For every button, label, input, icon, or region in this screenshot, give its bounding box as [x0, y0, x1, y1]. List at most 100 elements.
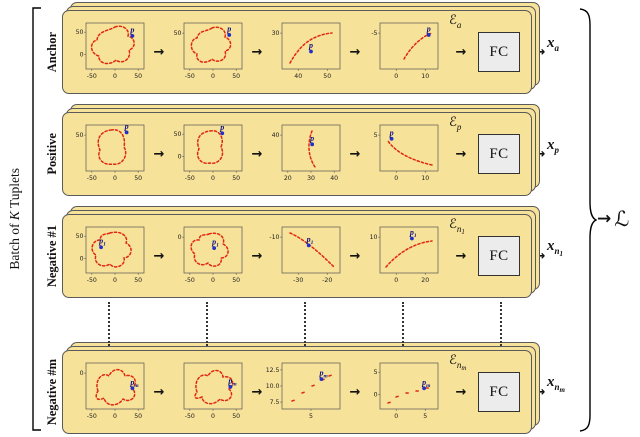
point-label: pm — [129, 378, 139, 389]
x-tick-label: 0 — [211, 413, 215, 420]
y-tick-label: 0 — [80, 255, 84, 262]
batch-label-suffix: Tuplets — [7, 167, 22, 211]
contour-curve — [385, 240, 433, 268]
contour-curve — [90, 25, 135, 65]
batch-continuation-dots — [402, 302, 404, 346]
x-tick-label: -50 — [185, 175, 195, 182]
plot-frame — [281, 362, 341, 410]
point-label: p — [219, 123, 224, 132]
point-label: p1 — [409, 228, 417, 239]
x-tick-label: 0 — [113, 413, 117, 420]
x-tick-label: 0 — [113, 175, 117, 182]
contour-curve — [291, 374, 333, 402]
x-tick-label: 50 — [232, 277, 240, 284]
row-label-anchor: Anchor — [44, 31, 59, 73]
x-tick-label: -50 — [87, 277, 97, 284]
fc-box: FC — [478, 372, 520, 412]
row-label-negative-1: Negative #1 — [44, 224, 59, 288]
query-point — [309, 49, 313, 54]
point-label: p — [226, 24, 231, 33]
batch-continuation-dots — [206, 302, 208, 346]
contour-curve — [91, 231, 132, 268]
point-label: p — [129, 25, 134, 34]
contour-curve — [194, 369, 234, 405]
right-arrow-icon: → — [153, 44, 165, 60]
query-point — [99, 245, 103, 250]
contour-curve — [387, 387, 430, 404]
y-tick-label: 5 — [374, 369, 378, 376]
x-tick-label: 0 — [394, 413, 398, 420]
point-label: p — [426, 24, 431, 33]
embedding-label: xp — [547, 137, 559, 155]
point-label: p1 — [306, 235, 314, 246]
query-point — [228, 385, 233, 389]
output-wrap: →xnm — [533, 374, 565, 402]
contour-curve — [97, 128, 127, 166]
right-arrow-icon: → — [153, 384, 165, 400]
y-tick-label: -10 — [269, 234, 279, 241]
right-brace — [579, 8, 597, 432]
x-tick-label: 40 — [294, 73, 302, 80]
right-arrow-icon: → — [455, 248, 467, 264]
mini-plot: 50 0 -50 0 50 p1 — [76, 226, 145, 284]
y-tick-label: 0 — [374, 391, 378, 398]
embedding-label: xnm — [547, 374, 565, 394]
encoder-arrow-wrap: ℰnm→ — [446, 353, 476, 431]
loss-arrow-icon: → — [597, 208, 612, 229]
encoder-arrow-wrap: ℰp→ — [446, 115, 476, 193]
row-label-positive: Positive — [44, 133, 59, 175]
query-point — [124, 130, 129, 135]
batch-continuation-dots — [108, 302, 110, 346]
y-tick-label: 40 — [272, 132, 280, 139]
query-point — [310, 142, 315, 147]
x-tick-label: -50 — [87, 175, 97, 182]
x-tick-label: -50 — [185, 277, 195, 284]
right-arrow-icon: → — [251, 248, 263, 264]
x-tick-label: -50 — [185, 73, 195, 80]
contour-curve — [190, 232, 229, 267]
x-tick-label: 50 — [134, 277, 142, 284]
point-label: pm — [421, 378, 431, 389]
x-tick-label: 40 — [330, 175, 338, 182]
y-tick-label: 50 — [76, 233, 84, 240]
batch-label: Batch of K Tuplets — [2, 0, 28, 437]
y-tick-label: 50 — [174, 131, 182, 138]
y-tick-label: 0 — [80, 51, 84, 58]
x-tick-label: 0 — [394, 277, 398, 284]
query-point — [220, 131, 225, 136]
query-point — [130, 386, 135, 391]
x-tick-label: -50 — [185, 413, 195, 420]
encoder-label: ℰa — [449, 13, 462, 30]
embedding-label: xa — [547, 35, 559, 53]
right-arrow-icon: → — [455, 146, 467, 162]
point-label: p1 — [98, 237, 106, 248]
batch-continuation-dots — [304, 302, 306, 346]
x-tick-label: 0 — [211, 175, 215, 182]
plot-frame — [85, 22, 145, 70]
x-tick-label: 0 — [113, 277, 117, 284]
x-tick-label: 0 — [394, 175, 398, 182]
contour-curve — [95, 368, 136, 406]
encoder-label: ℰn1 — [449, 217, 465, 236]
right-arrow-icon: → — [349, 248, 361, 264]
contour-curve — [308, 130, 316, 168]
query-point — [319, 377, 324, 381]
x-tick-label: -50 — [87, 73, 97, 80]
y-tick-label: 0 — [178, 153, 182, 160]
x-tick-label: 50 — [232, 413, 240, 420]
point-label: p1 — [211, 238, 219, 249]
